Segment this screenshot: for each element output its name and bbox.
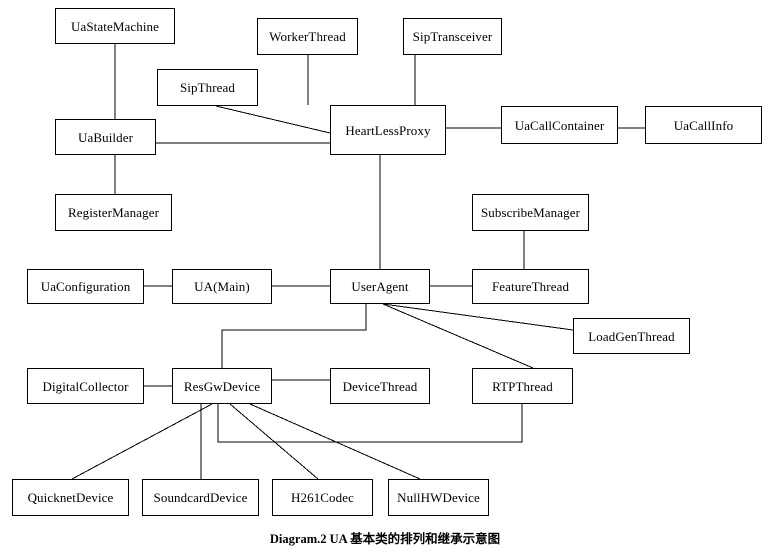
class-box-uabuilder[interactable]: UaBuilder xyxy=(55,119,156,155)
class-box-label: SoundcardDevice xyxy=(153,490,248,505)
class-box-label: WorkerThread xyxy=(269,29,346,44)
class-box-label: SipThread xyxy=(179,80,236,95)
class-box-label: UaConfiguration xyxy=(40,279,131,294)
class-box-label: LoadGenThread xyxy=(588,328,675,344)
class-box-label: H261Codec xyxy=(291,490,354,505)
edge-UserAgent-to-ResGwDevice xyxy=(221,304,367,368)
class-box-sipthread[interactable]: SipThread xyxy=(157,69,258,106)
class-box-label: RegisterManager xyxy=(67,205,160,220)
figure-caption-text: Diagram.2 UA 基本类的排列和继承示意图 xyxy=(269,532,501,546)
class-box-uamain[interactable]: UA(Main) xyxy=(172,269,272,304)
class-box-label: FeatureThread xyxy=(491,279,570,294)
class-box-uaconfiguration[interactable]: UaConfiguration xyxy=(27,269,144,304)
class-box-label: QuicknetDevice xyxy=(27,490,114,505)
figure-caption: Diagram.2 UA 基本类的排列和继承示意图 xyxy=(0,528,770,548)
class-box-label: SubscribeManager xyxy=(480,205,581,220)
class-box-heartlessproxy[interactable]: HeartLessProxy xyxy=(330,105,446,155)
class-box-nullhwdevice[interactable]: NullHWDevice xyxy=(388,479,489,516)
class-box-uastatemachine[interactable]: UaStateMachine xyxy=(55,8,175,44)
class-box-loadgenthread[interactable]: LoadGenThread xyxy=(573,318,690,354)
class-box-subscribemanager[interactable]: SubscribeManager xyxy=(472,194,589,231)
class-box-uacallinfo[interactable]: UaCallInfo xyxy=(645,106,762,144)
class-box-label: DigitalCollector xyxy=(42,378,129,394)
class-box-label: UaCallInfo xyxy=(673,117,734,133)
class-box-registermanager[interactable]: RegisterManager xyxy=(55,194,172,231)
class-box-label: DeviceThread xyxy=(342,378,418,394)
class-box-siptransceiver[interactable]: SipTransceiver xyxy=(403,18,502,55)
class-box-label: UA(Main) xyxy=(194,279,250,294)
class-box-resgwdevice[interactable]: ResGwDevice xyxy=(172,368,272,404)
edge-UserAgent-to-LoadGenThread xyxy=(382,303,574,331)
class-box-featurethread[interactable]: FeatureThread xyxy=(472,269,589,304)
class-box-quicknetdevice[interactable]: QuicknetDevice xyxy=(12,479,129,516)
class-box-soundcarddevice[interactable]: SoundcardDevice xyxy=(142,479,259,516)
class-box-label: UaBuilder xyxy=(77,129,134,145)
class-box-label: SipTransceiver xyxy=(412,29,493,44)
class-box-label: UaCallContainer xyxy=(514,117,605,133)
class-box-useragent[interactable]: UserAgent xyxy=(330,269,430,304)
edge-RTPThread-to-ResGwDevice xyxy=(217,404,523,443)
class-box-label: ResGwDevice xyxy=(183,378,261,394)
class-box-uacallcontainer[interactable]: UaCallContainer xyxy=(501,106,618,144)
class-box-label: HeartLessProxy xyxy=(345,122,431,138)
class-box-h261codec[interactable]: H261Codec xyxy=(272,479,373,516)
class-box-label: UaStateMachine xyxy=(70,18,160,34)
class-box-digitalcollector[interactable]: DigitalCollector xyxy=(27,368,144,404)
class-box-devicethread[interactable]: DeviceThread xyxy=(330,368,430,404)
edge-ResGwDevice-to-QuicknetDevice xyxy=(71,403,213,480)
class-box-workerthread[interactable]: WorkerThread xyxy=(257,18,358,55)
class-box-label: RTPThread xyxy=(492,378,553,394)
class-box-rtpthread[interactable]: RTPThread xyxy=(472,368,573,404)
edge-SipThread-to-HeartLessProxy xyxy=(215,105,331,134)
class-box-label: NullHWDevice xyxy=(397,490,480,505)
class-box-label: UserAgent xyxy=(351,279,409,294)
edge-UserAgent-to-RTPThread xyxy=(382,303,534,369)
